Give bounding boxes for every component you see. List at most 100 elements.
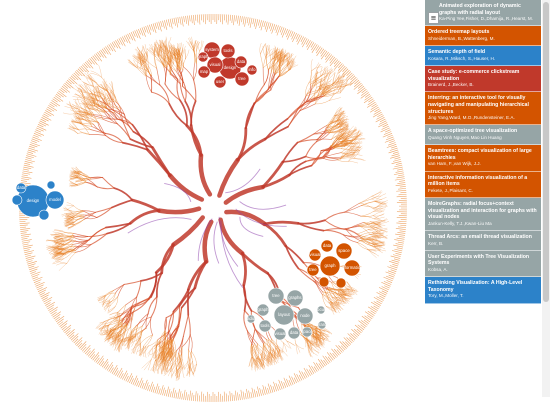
- cluster-bubble[interactable]: [318, 276, 330, 288]
- cluster-bubble[interactable]: [320, 239, 334, 253]
- cluster-bubble[interactable]: [296, 307, 314, 325]
- bubble-label: graph: [198, 54, 210, 59]
- bubble-label: radial: [246, 316, 257, 321]
- cluster-bubble[interactable]: [306, 263, 320, 277]
- paper-item[interactable]: Thread Arcs: an email thread visualizati…: [425, 230, 541, 251]
- paper-title: Interactive information visualization of…: [428, 174, 528, 188]
- cluster-bubble[interactable]: [46, 180, 56, 190]
- bubble-label: visual: [310, 252, 321, 257]
- paper-item[interactable]: Case study: e-commerce clickstream visua…: [425, 65, 541, 93]
- paper-authors: Brainerd, J.,Becker, B.: [428, 82, 474, 88]
- bubble-label: visual: [275, 331, 286, 336]
- cluster-bubble[interactable]: [15, 182, 27, 194]
- cluster-bubble[interactable]: [197, 65, 211, 79]
- bubble-label: map: [200, 69, 209, 74]
- cluster-bubble[interactable]: [286, 289, 304, 307]
- paper-list-panel[interactable]: Animated exploration of dynamic graphs w…: [425, 0, 541, 397]
- cluster-bubble[interactable]: [197, 51, 209, 63]
- cluster-bubble[interactable]: [258, 319, 272, 333]
- paper-authors: Kerr, B.: [428, 240, 444, 246]
- bubble-label: data: [17, 185, 26, 190]
- bubble-label: visual: [210, 62, 221, 67]
- bubble-label: data: [237, 59, 246, 64]
- cluster-bubble[interactable]: [234, 71, 250, 87]
- paper-item[interactable]: User Experiments with Tree Visualization…: [425, 250, 541, 278]
- cluster-bubble[interactable]: [11, 194, 23, 206]
- paper-item[interactable]: Beamtrees: compact visualization of larg…: [425, 145, 541, 172]
- bubble-label: user: [216, 79, 225, 84]
- cluster-bubble[interactable]: [38, 209, 50, 221]
- cluster-bubble[interactable]: [335, 277, 347, 289]
- paper-authors: Jing Yang,Ward, M.O.,Rundensteiner, E.A.: [428, 115, 515, 121]
- cluster-bubble[interactable]: [256, 303, 270, 317]
- cluster-bubble[interactable]: [45, 190, 65, 210]
- bubble-label: model: [49, 197, 61, 202]
- paper-title: User Experiments with Tree Visualization…: [428, 253, 530, 267]
- bubble-label: tools: [223, 48, 232, 53]
- paper-title: A space-optimized tree visualization: [428, 128, 518, 135]
- paper-title: Animated exploration of dynamic graphs w…: [439, 3, 521, 16]
- rim-leaf-ticks: [19, 14, 407, 402]
- paper-item[interactable]: Interactive information visualization of…: [425, 171, 541, 198]
- bubble-label: design: [224, 65, 237, 70]
- bubble-label: tree: [238, 76, 246, 81]
- bubble-label: information: [341, 265, 363, 270]
- paper-title: Thread Arcs: an email thread visualizati…: [428, 233, 532, 240]
- scrollbar-thumb[interactable]: [543, 2, 549, 302]
- cluster-bubble[interactable]: [317, 320, 327, 330]
- bubble-label: design: [27, 198, 40, 203]
- paper-authors: Shneiderman, B.,Wattenberg, M.: [428, 35, 495, 41]
- bubble-label: data: [323, 243, 332, 248]
- paper-authors: Fekete, J.,Plaisant, C.: [428, 187, 473, 193]
- bubble-label: system: [205, 47, 219, 52]
- bubble-label: info: [249, 67, 257, 72]
- cluster-bubble[interactable]: [316, 305, 326, 315]
- bubble-label: hierarchy: [313, 322, 332, 327]
- cluster-bubble[interactable]: [267, 287, 285, 305]
- paper-title: Beamtrees: compact visualization of larg…: [428, 148, 532, 161]
- cluster-bubble[interactable]: [343, 259, 361, 277]
- bubble-label: tools: [260, 323, 269, 328]
- paper-authors: Quang Vinh Nguyen,Mao Lin Huang: [428, 134, 502, 140]
- bubble-label: tree: [309, 267, 317, 272]
- cluster-bubble[interactable]: [220, 43, 236, 59]
- cluster-bubble[interactable]: [246, 64, 258, 76]
- bubble-label: graph: [325, 263, 337, 268]
- bubble-label: space: [338, 248, 350, 253]
- blue-cluster[interactable]: design model data: [11, 180, 65, 221]
- paper-item[interactable]: Interring: an interactive tool for visua…: [425, 92, 541, 126]
- paper-item[interactable]: Rethinking Visualization: A High-Level T…: [425, 277, 541, 304]
- cluster-bubble[interactable]: [246, 314, 256, 324]
- leaf-rim: [19, 14, 407, 402]
- cluster-bubble[interactable]: [234, 55, 248, 69]
- cluster-bubble[interactable]: [319, 255, 341, 277]
- cluster-bubble[interactable]: [287, 326, 301, 340]
- cluster-bubble[interactable]: [308, 248, 322, 262]
- cluster-bubble[interactable]: [273, 327, 287, 341]
- menu-button[interactable]: ≡: [428, 12, 439, 24]
- cluster-bubble[interactable]: [273, 304, 295, 326]
- cluster-bubble[interactable]: [206, 56, 224, 74]
- cluster-bubble[interactable]: [335, 242, 353, 260]
- paper-title: Semantic depth of field: [428, 49, 486, 56]
- paper-item[interactable]: MoireGraphs: radial focus+context visual…: [425, 197, 541, 231]
- bubble-label: layout: [278, 312, 290, 317]
- cluster-bubble[interactable]: [301, 326, 313, 338]
- paper-title: Interring: an interactive tool for visua…: [428, 95, 529, 115]
- cluster-bubble[interactable]: [213, 75, 227, 89]
- paper-authors: Ka-Ping Yee,Fisher, D.,Dhamija, R.,Hears…: [439, 16, 533, 22]
- paper-authors: Kobsa, A.: [428, 266, 448, 272]
- paper-authors: Kosara, R.,Miksch, S.,Hauser, H.: [428, 55, 496, 61]
- paper-item[interactable]: Animated exploration of dynamic graphs w…: [425, 0, 541, 27]
- hamburger-icon: ≡: [430, 13, 437, 22]
- paper-authors: van Ham, F.,van Wijk, J.J.: [428, 161, 481, 167]
- paper-authors: Tory, M.,Moller, T.: [428, 293, 464, 299]
